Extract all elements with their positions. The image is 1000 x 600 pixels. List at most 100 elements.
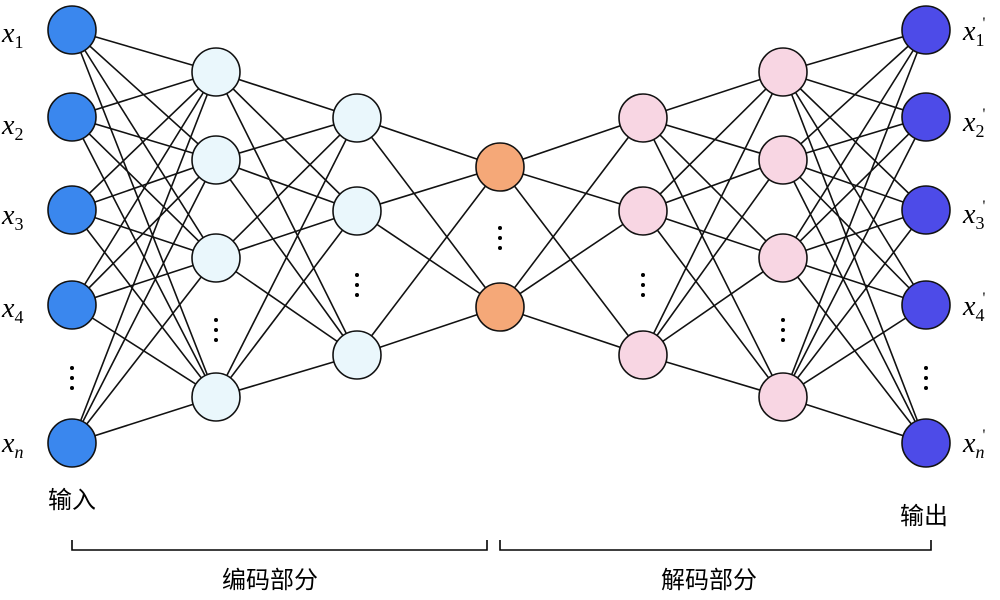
node-output-4 [901, 280, 951, 330]
edge-input-0-to-2 [71, 29, 217, 259]
node-output-3 [901, 185, 951, 235]
edge-decoder-hidden-2-2-to-1 [782, 116, 927, 259]
edge-decoder-hidden-1-1-to-0 [642, 71, 784, 212]
edge-input-4-to-3 [71, 396, 217, 444]
ellipsis-dot-decoder-hidden-2-2 [781, 338, 785, 342]
edge-decoder-hidden-2-1-to-4 [782, 159, 927, 444]
edge-encoder-hidden-2-0-to-1 [356, 117, 501, 308]
ellipsis-dot-encoder-hidden-1-0 [214, 318, 218, 322]
input-label-4: x4 [1, 293, 23, 327]
edge-decoder-hidden-1-2-to-0 [642, 71, 784, 356]
edge-bottleneck-1-to-1 [499, 210, 644, 308]
edge-input-2-to-0 [71, 71, 217, 211]
edge-encoder-hidden-2-2-to-0 [356, 166, 501, 356]
ellipsis-dot-bottleneck-1 [498, 236, 502, 240]
edge-encoder-hidden-2-2-to-1 [356, 306, 501, 356]
edges [71, 29, 927, 444]
ellipsis-dot-output-0 [924, 366, 928, 370]
ellipsis-dot-decoder-hidden-2-1 [781, 328, 785, 332]
edge-encoder-hidden-2-1-to-1 [356, 210, 501, 308]
edge-input-2-to-1 [71, 159, 217, 211]
ellipsis-dot-decoder-hidden-2-0 [781, 318, 785, 322]
output-label-3: x3' [962, 198, 985, 233]
edge-bottleneck-0-to-2 [499, 166, 644, 356]
node-output-5 [901, 418, 951, 468]
edge-input-4-to-1 [71, 159, 217, 444]
input-label-3: x3 [1, 200, 23, 234]
edge-input-1-to-1 [71, 116, 217, 161]
edge-decoder-hidden-2-3-to-4 [782, 396, 927, 444]
node-decoder-hidden-2-4 [758, 372, 808, 422]
input-labels: x1 x2 x3 x4 xn [1, 18, 23, 462]
edge-encoder-hidden-1-2-to-0 [215, 117, 358, 259]
edge-input-1-to-0 [71, 71, 217, 118]
node-encoder-hidden-1-4 [191, 372, 241, 422]
edge-decoder-hidden-2-1-to-2 [782, 159, 927, 211]
edge-bottleneck-0-to-1 [499, 166, 644, 212]
edge-decoder-hidden-1-0-to-2 [642, 117, 784, 259]
node-decoder-hidden-2-3 [758, 233, 808, 283]
ellipsis-dot-encoder-hidden-2-2 [355, 293, 359, 297]
edge-input-3-to-0 [71, 71, 217, 306]
ellipsis-dot-output-1 [924, 376, 928, 380]
ellipsis-dot-encoder-hidden-2-0 [355, 273, 359, 277]
edge-bottleneck-0-to-0 [499, 117, 644, 168]
input-label-n: xn [1, 428, 23, 462]
node-input-2 [47, 92, 97, 142]
edge-decoder-hidden-1-1-to-3 [642, 210, 784, 398]
output-label-4: x4' [962, 290, 985, 325]
ellipses [70, 226, 928, 390]
edge-input-4-to-2 [71, 257, 217, 444]
decoder-brace [499, 540, 932, 551]
ellipsis-dot-encoder-hidden-1-1 [214, 328, 218, 332]
edge-encoder-hidden-1-1-to-1 [215, 159, 358, 212]
input-caption: 输入 [48, 486, 96, 514]
node-input-5 [47, 418, 97, 468]
edge-bottleneck-1-to-0 [499, 117, 644, 308]
output-label-n: xn' [962, 427, 985, 462]
edge-encoder-hidden-1-3-to-0 [215, 117, 358, 398]
ellipsis-dot-input-0 [70, 366, 74, 370]
node-encoder-hidden-1-1 [191, 47, 241, 97]
edge-decoder-hidden-2-1-to-0 [782, 29, 927, 161]
edge-encoder-hidden-1-3-to-1 [215, 210, 358, 398]
edge-input-3-to-1 [71, 159, 217, 306]
ellipsis-dot-encoder-hidden-1-2 [214, 338, 218, 342]
node-decoder-hidden-2-2 [758, 135, 808, 185]
ellipsis-dot-decoder-hidden-1-1 [641, 283, 645, 287]
edge-decoder-hidden-2-3-to-2 [782, 209, 927, 398]
node-encoder-hidden-2-3 [332, 330, 382, 380]
edge-decoder-hidden-1-2-to-2 [642, 257, 784, 356]
ellipsis-dot-input-1 [70, 376, 74, 380]
edge-input-2-to-3 [71, 209, 217, 398]
node-encoder-hidden-2-1 [332, 93, 382, 143]
node-decoder-hidden-1-3 [618, 330, 668, 380]
node-input-4 [47, 280, 97, 330]
node-decoder-hidden-2-1 [758, 47, 808, 97]
ellipsis-dot-bottleneck-0 [498, 226, 502, 230]
edge-decoder-hidden-1-1-to-1 [642, 159, 784, 212]
node-bottleneck-2 [475, 282, 525, 332]
ellipsis-dot-decoder-hidden-1-0 [641, 273, 645, 277]
edge-input-2-to-2 [71, 209, 217, 259]
ellipsis-dot-decoder-hidden-1-2 [641, 293, 645, 297]
edge-decoder-hidden-2-2-to-0 [782, 29, 927, 259]
node-decoder-hidden-1-1 [618, 93, 668, 143]
edge-input-3-to-2 [71, 257, 217, 306]
edge-decoder-hidden-1-2-to-1 [642, 159, 784, 356]
node-input-3 [47, 185, 97, 235]
edge-decoder-hidden-2-3-to-3 [782, 304, 927, 398]
output-label-2: x2' [962, 106, 985, 141]
edge-input-4-to-0 [71, 71, 217, 444]
edge-decoder-hidden-2-0-to-2 [782, 71, 927, 211]
edge-encoder-hidden-2-0-to-0 [356, 117, 501, 168]
ellipsis-dot-encoder-hidden-2-1 [355, 283, 359, 287]
edge-encoder-hidden-2-1-to-0 [356, 166, 501, 212]
output-caption: 输出 [900, 502, 948, 530]
encoder-brace [71, 540, 488, 551]
node-encoder-hidden-1-3 [191, 233, 241, 283]
edge-input-0-to-0 [71, 29, 217, 73]
edge-decoder-hidden-2-3-to-1 [782, 116, 927, 398]
node-bottleneck-1 [475, 142, 525, 192]
output-label-1: x1' [962, 15, 985, 50]
